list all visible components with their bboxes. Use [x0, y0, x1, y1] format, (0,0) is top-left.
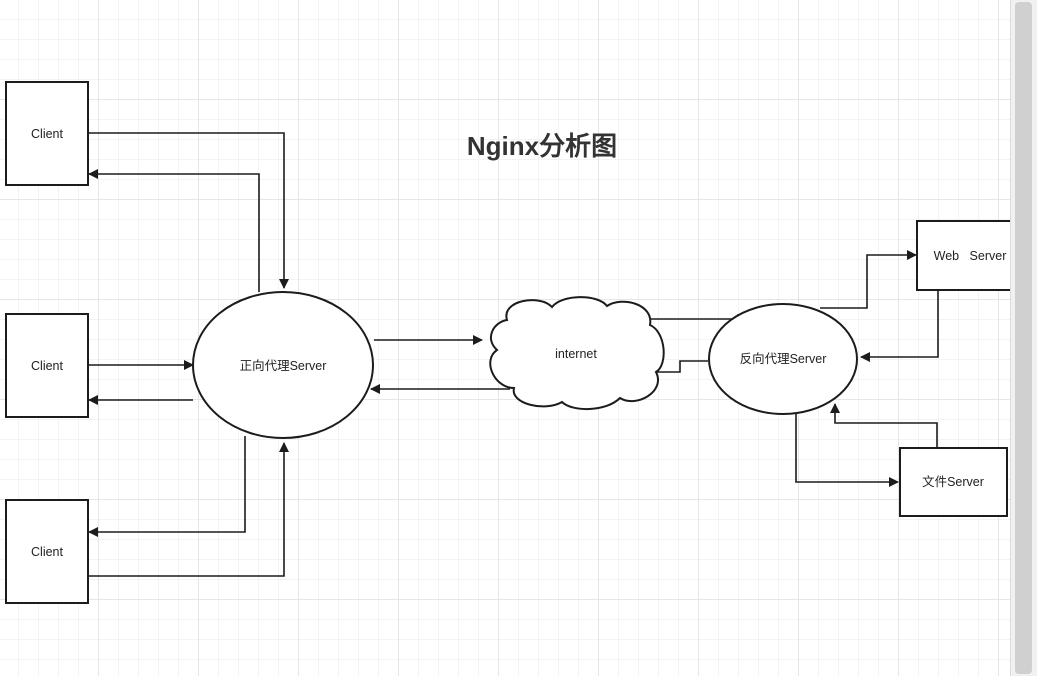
client-label: Client [31, 359, 63, 373]
client-label: Client [31, 127, 63, 141]
forward-proxy-node[interactable]: 正向代理Server [192, 291, 374, 439]
web-server-label: Web Server [934, 249, 1007, 263]
edge-forward-to-client3 [88, 436, 246, 537]
edge-forward-to-client1 [88, 169, 260, 292]
edge-fileserver-to-reverse [830, 403, 938, 447]
internet-label: internet [555, 347, 597, 361]
diagram-title: Nginx分析图 [467, 131, 617, 161]
scrollbar-thumb[interactable] [1015, 2, 1032, 674]
file-server-node[interactable]: 文件Server [899, 447, 1008, 517]
forward-proxy-label: 正向代理Server [240, 358, 327, 373]
edge-webserver-to-reverse [860, 291, 939, 362]
client-label: Client [31, 545, 63, 559]
client-node-3[interactable]: Client [5, 499, 89, 604]
edges [88, 132, 939, 577]
edge-client1-to-forward [89, 132, 289, 289]
vertical-scrollbar[interactable] [1010, 0, 1037, 676]
web-server-node[interactable]: Web Server [916, 220, 1010, 291]
reverse-proxy-node[interactable]: 反向代理Server [708, 303, 858, 415]
reverse-proxy-label: 反向代理Server [740, 351, 827, 366]
client-node-1[interactable]: Client [5, 81, 89, 186]
edge-reverse-to-internet [644, 360, 708, 377]
internet-cloud-node[interactable]: internet [489, 296, 665, 411]
edge-reverse-to-fileserver [795, 414, 899, 487]
file-server-label: 文件Server [922, 474, 984, 489]
edge-client3-to-forward [89, 442, 289, 577]
nginx-diagram: Nginx分析图 Client Client Client 正向代理Server [5, 81, 1010, 604]
client-node-2[interactable]: Client [5, 313, 89, 418]
edge-reverse-to-webserver [820, 250, 917, 309]
